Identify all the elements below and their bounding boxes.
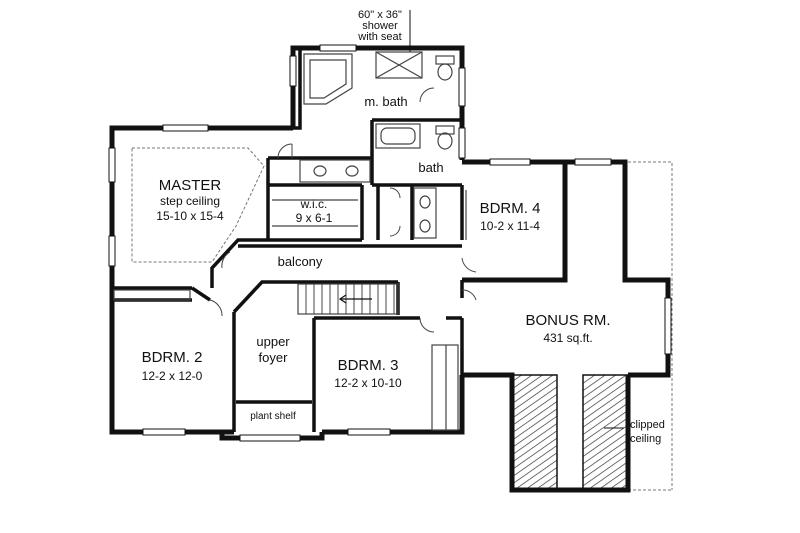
step-ceiling-outline xyxy=(131,147,265,263)
room-bonus-name: BONUS RM. xyxy=(525,312,610,329)
room-wic-size: 9 x 6-1 xyxy=(296,211,333,225)
room-m-bath: m. bath xyxy=(364,94,407,109)
interior-walls xyxy=(112,48,464,432)
room-bath: bath xyxy=(418,160,443,175)
door-swings xyxy=(209,87,477,333)
room-upper-foyer-line2: foyer xyxy=(259,350,289,365)
room-bdrm4-size: 10-2 x 11-4 xyxy=(480,219,540,233)
clipped-ceiling-outline xyxy=(628,161,673,491)
room-bdrm3-name: BDRM. 3 xyxy=(338,357,399,374)
stair-arrow xyxy=(338,294,372,304)
room-wic-name: w.i.c. xyxy=(300,197,328,211)
clipped-ceiling-line1: clipped xyxy=(630,419,665,431)
room-bonus-size: 431 sq.ft. xyxy=(543,331,592,345)
plant-shelf-label: plant shelf xyxy=(250,411,296,422)
clipped-ceiling-line2: ceiling xyxy=(630,433,661,445)
fixtures xyxy=(113,51,467,431)
shower-note-line1: 60" x 36" xyxy=(358,9,402,21)
room-upper-foyer-line1: upper xyxy=(256,334,290,349)
shower-note-line3: with seat xyxy=(357,31,401,43)
room-master-size: 15-10 x 15-4 xyxy=(156,209,224,223)
room-bdrm4-name: BDRM. 4 xyxy=(480,200,541,217)
clipped-area-right xyxy=(582,374,629,491)
shower-note-line2: shower xyxy=(362,20,398,32)
room-bdrm2-name: BDRM. 2 xyxy=(142,349,203,366)
windows xyxy=(108,44,672,442)
room-bdrm2-size: 12-2 x 12-0 xyxy=(142,369,203,383)
room-balcony: balcony xyxy=(278,254,323,269)
room-bdrm3-size: 12-2 x 10-10 xyxy=(334,376,402,390)
room-master-note: step ceiling xyxy=(160,194,220,208)
room-master-name: MASTER xyxy=(159,177,222,194)
clipped-area-left xyxy=(511,374,558,491)
